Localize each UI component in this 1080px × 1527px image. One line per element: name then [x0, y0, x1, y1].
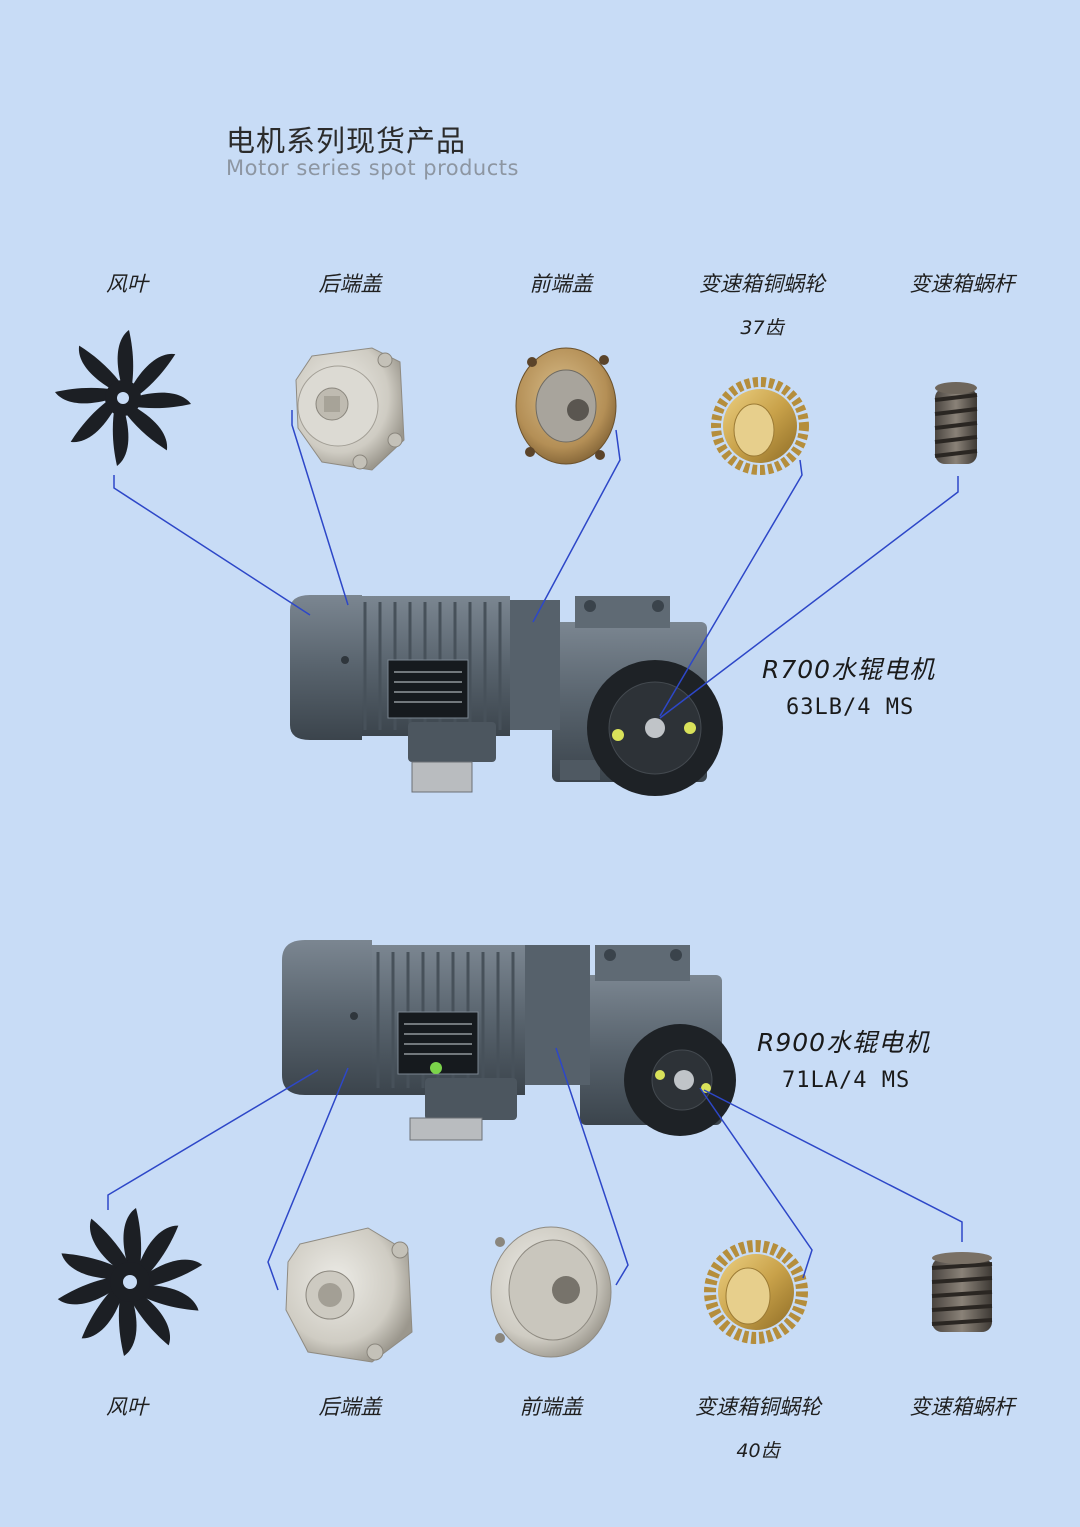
bottom-label-teeth: 40齿 [736, 1440, 780, 1462]
top-label-front-cover: 前端盖 [529, 272, 593, 296]
bottom-label-worm: 变速箱蜗杆 [909, 1395, 1015, 1419]
motor1-model: R700水辊电机 [762, 655, 936, 684]
bottom-label-front-cover: 前端盖 [519, 1395, 583, 1419]
page-subtitle: Motor series spot products [226, 156, 519, 180]
top-label-fan: 风叶 [106, 272, 148, 296]
page-title: 电机系列现货产品 [226, 124, 467, 158]
top-label-teeth: 37齿 [740, 317, 784, 339]
bottom-worm-shaft-icon [931, 1252, 993, 1332]
top-label-worm-wheel: 变速箱铜蜗轮 [699, 272, 825, 296]
motor1-spec: 63LB/4 MS [786, 695, 915, 720]
motor1-illustration [290, 595, 723, 796]
top-front-cover-icon [515, 347, 617, 465]
motor2-spec: 71LA/4 MS [782, 1068, 911, 1093]
top-rear-cover-icon [295, 347, 405, 471]
bottom-front-cover-icon [490, 1226, 612, 1358]
top-worm-shaft-icon [934, 382, 978, 464]
bottom-label-fan: 风叶 [106, 1395, 148, 1419]
bottom-worm-wheel-icon [704, 1240, 808, 1344]
motor2-model: R900水辊电机 [757, 1028, 931, 1057]
bottom-rear-cover-icon [285, 1227, 413, 1363]
top-worm-wheel-icon [711, 377, 809, 475]
bottom-label-rear-cover: 后端盖 [318, 1395, 382, 1419]
top-fan-icon [55, 330, 191, 466]
motor2-illustration [282, 940, 736, 1141]
top-label-worm: 变速箱蜗杆 [909, 272, 1015, 296]
connector-lines [107, 410, 963, 1291]
bottom-fan-icon [57, 1208, 203, 1356]
bottom-label-worm-wheel: 变速箱铜蜗轮 [695, 1395, 821, 1419]
top-label-rear-cover: 后端盖 [318, 272, 382, 296]
